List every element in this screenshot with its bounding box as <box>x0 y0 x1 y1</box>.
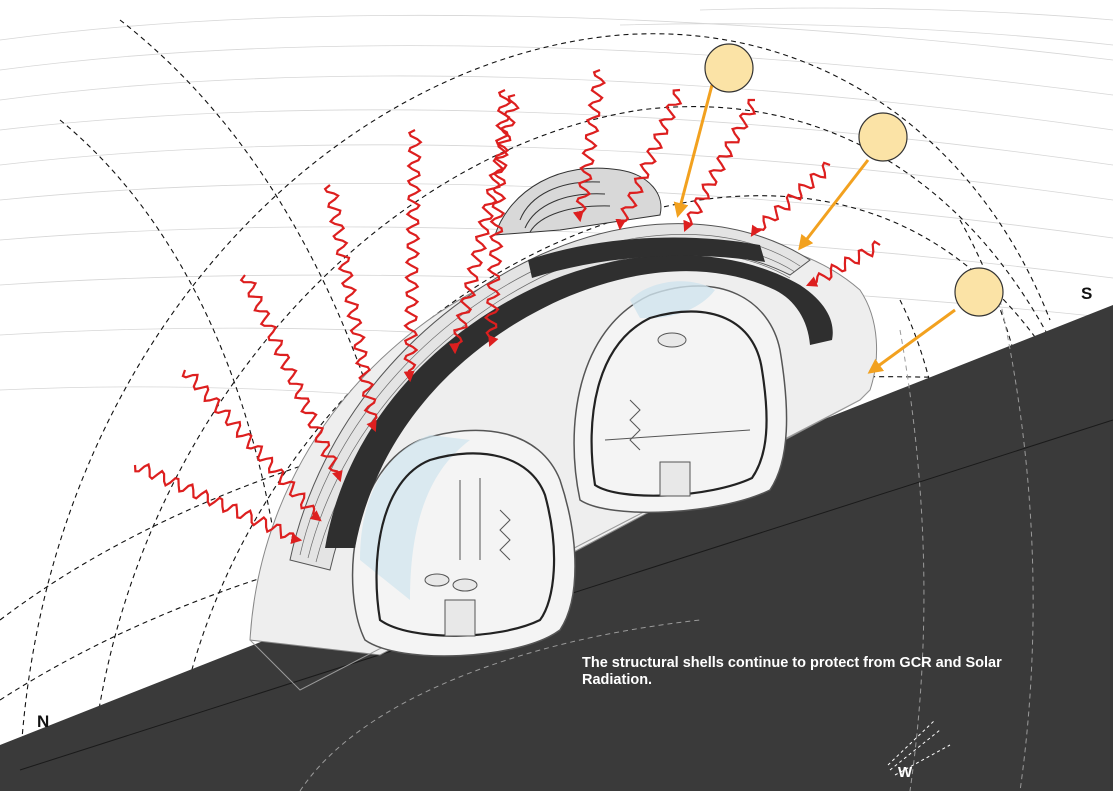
solar-ray-arrow-icon <box>867 308 956 374</box>
compass-south-label: S <box>1081 284 1093 303</box>
habitat-module-upper-inner <box>590 310 768 497</box>
lower-module-furniture <box>424 478 511 637</box>
compass-north-label: N <box>37 712 50 731</box>
solar-ray-arrow-icon <box>673 84 714 218</box>
habitat-module-upper <box>573 285 788 514</box>
gcr-radiation-arrow-icon <box>484 89 513 348</box>
gcr-radiation-waves <box>133 68 881 545</box>
sun-icon <box>954 267 1004 317</box>
gcr-radiation-arrow-icon <box>615 88 683 231</box>
gcr-radiation-arrow-icon <box>403 129 423 383</box>
habitat-module-lower-inner <box>375 452 556 637</box>
habitat-module-upper-glass <box>630 281 715 319</box>
gcr-radiation-arrow-icon <box>323 184 378 433</box>
compass-west-label: W <box>898 764 913 781</box>
solar-rays <box>673 84 956 374</box>
upper-module-furniture <box>604 332 751 497</box>
gcr-radiation-arrow-icon <box>181 369 322 522</box>
gcr-radiation-arrow-icon <box>572 68 607 223</box>
gcr-radiation-arrow-icon <box>448 93 520 355</box>
gcr-radiation-arrow-icon <box>239 274 343 483</box>
structural-shell <box>325 255 833 548</box>
sun-icon <box>858 112 908 162</box>
solar-ray-arrow-icon <box>798 159 870 251</box>
dome-foot <box>249 389 871 691</box>
gcr-radiation-arrow-icon <box>805 240 881 287</box>
gcr-radiation-arrow-icon <box>750 161 831 237</box>
sun-icon <box>704 43 754 93</box>
suns <box>704 43 1004 317</box>
background-contour-lines <box>0 7 1113 421</box>
compass-west-marker <box>887 719 951 776</box>
structural-shell-upper-band <box>528 237 765 278</box>
diagram-caption: The structural shells continue to protec… <box>582 655 1002 688</box>
gcr-radiation-arrow-icon <box>133 462 303 545</box>
habitat-module-lower-glass <box>360 435 470 600</box>
gcr-radiation-arrow-icon <box>683 98 757 233</box>
